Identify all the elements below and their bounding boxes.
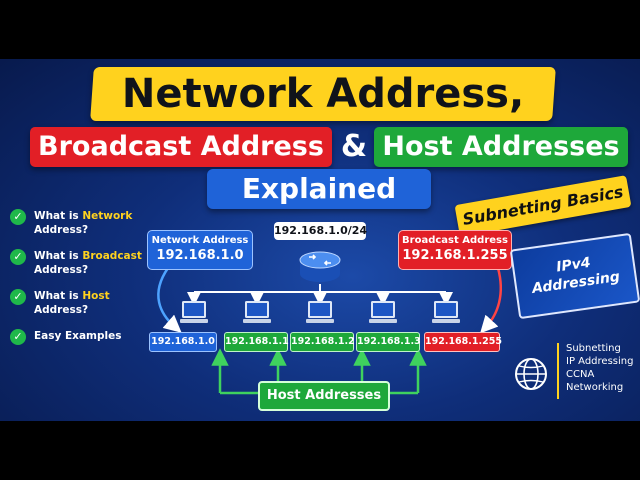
title-ampersand: & xyxy=(340,129,368,164)
title-banner-red xyxy=(30,127,332,167)
computer-icon xyxy=(432,301,460,323)
check-icon: ✓ xyxy=(10,289,26,305)
broadcast-address-label: Broadcast Address xyxy=(402,235,508,246)
checklist-text: What is Host Address? xyxy=(34,290,110,316)
ip-broadcast: 192.168.1.255 xyxy=(424,332,502,352)
topics-divider xyxy=(557,343,559,399)
network-cidr-label: 192.168.1.0/24 xyxy=(274,222,367,240)
broadcast-address-value: 192.168.1.255 xyxy=(402,248,508,263)
ip-network: 192.168.1.0 xyxy=(149,332,217,352)
globe-icon xyxy=(515,358,547,390)
ip-host: 192.168.1.2 xyxy=(290,332,355,352)
title-line1: Network Address, xyxy=(121,71,525,117)
title-broadcast: Broadcast Address xyxy=(38,131,324,162)
network-address-label: Network Address xyxy=(151,235,249,246)
computer-icon xyxy=(180,301,208,323)
topic-item: IP Addressing xyxy=(566,356,634,367)
checklist-text: What is Network Address? xyxy=(34,210,133,236)
network-diagram-lines xyxy=(157,267,502,395)
checklist-item: ✓ What is Broadcast Address? xyxy=(10,249,142,277)
check-icon: ✓ xyxy=(10,209,26,225)
topic-item: CCNA xyxy=(566,369,595,380)
network-address-callout: Network Address 192.168.1.0 xyxy=(147,230,253,270)
topics-list: Subnetting IP Addressing CCNA Networking xyxy=(566,342,633,394)
ip-host: 192.168.1.3 xyxy=(356,332,421,352)
title-host: Host Addresses xyxy=(382,131,620,162)
title-explained: Explained xyxy=(241,172,397,205)
topic-item: Networking xyxy=(566,382,624,393)
computer-icon xyxy=(243,301,271,323)
network-address-value: 192.168.1.0 xyxy=(156,248,244,263)
title-banner-blue xyxy=(207,169,431,209)
title-banner-green xyxy=(374,127,628,167)
broadcast-address-callout: Broadcast Address 192.168.1.255 xyxy=(398,230,512,270)
checklist-item: ✓ What is Host Address? xyxy=(10,289,110,317)
host-addresses-label: Host Addresses xyxy=(258,381,390,411)
checklist-item: ✓ Easy Examples xyxy=(10,329,121,345)
computer-icon xyxy=(369,301,397,323)
router-icon xyxy=(299,251,341,282)
ip-host: 192.168.1.1 xyxy=(224,332,289,352)
topic-item: Subnetting xyxy=(566,343,621,354)
check-icon: ✓ xyxy=(10,249,26,265)
checklist-item: ✓ What is Network Address? xyxy=(10,209,132,237)
check-icon: ✓ xyxy=(10,329,26,345)
thumbnail: Network Address, Broadcast Address & Hos… xyxy=(0,59,640,421)
checklist-text: Easy Examples xyxy=(34,330,122,342)
checklist-text: What is Broadcast Address? xyxy=(34,250,142,276)
computer-icon xyxy=(306,301,334,323)
